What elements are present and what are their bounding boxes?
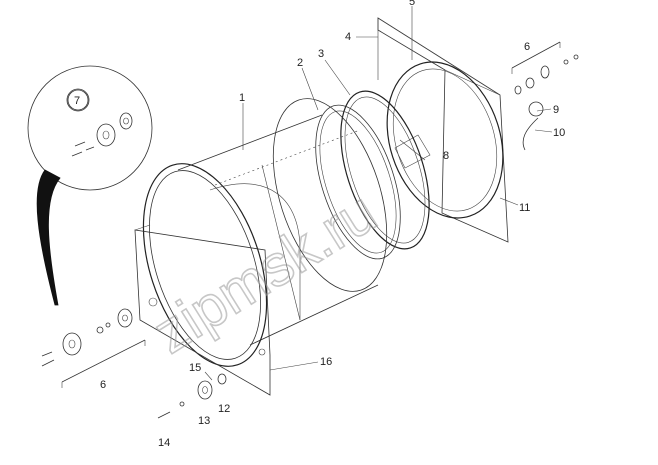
- drum-rings: [315, 90, 430, 260]
- callout-10: 10: [553, 127, 565, 139]
- callout-15: 15: [189, 362, 201, 374]
- rear-bearing-parts: [511, 41, 579, 151]
- callout-14: 14: [158, 437, 170, 449]
- callout-16: 16: [320, 356, 332, 368]
- callout-labels: 7 1 2 3 4 5 6 6 8 9 10 11 12 13 14 15 16: [67, 0, 565, 449]
- callout-7-circle: [67, 89, 89, 111]
- detail-inset: [27, 65, 153, 306]
- callout-8: 8: [443, 150, 449, 162]
- callout-4: 4: [345, 31, 351, 43]
- callout-1: 1: [239, 92, 245, 104]
- rear-housing-plate: [377, 17, 509, 243]
- front-frame: [134, 224, 271, 396]
- callout-7: 7: [74, 95, 80, 107]
- callout-3: 3: [318, 48, 324, 60]
- callout-9: 9: [553, 104, 559, 116]
- callout-2: 2: [297, 57, 303, 69]
- main-drum-cylinder: [142, 98, 388, 367]
- callout-12: 12: [218, 403, 230, 415]
- leader-lines: [204, 6, 553, 381]
- callout-6-rear: 6: [524, 41, 530, 53]
- callout-13: 13: [198, 415, 210, 427]
- callout-6-front: 6: [100, 379, 106, 391]
- callout-5: 5: [409, 0, 415, 8]
- callout-11: 11: [519, 202, 530, 214]
- front-bearing-parts: [41, 308, 227, 419]
